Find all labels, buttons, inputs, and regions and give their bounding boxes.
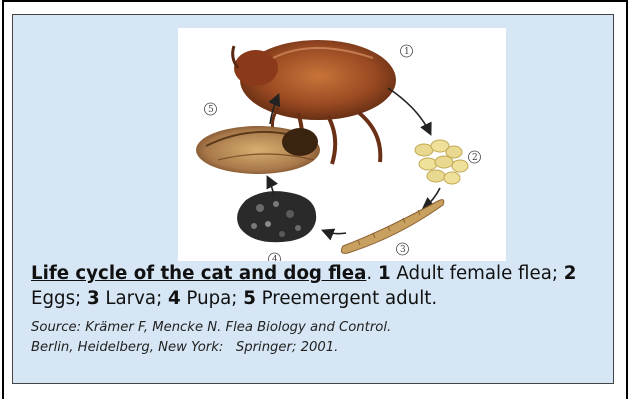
- caption-item-3-text: Larva;: [100, 288, 168, 309]
- figure-panel: 1 2 3: [12, 14, 614, 384]
- stage-number-1: 1: [404, 47, 410, 57]
- source-line-2: Berlin, Heidelberg, New York: Springer; …: [31, 340, 338, 355]
- caption-title-suffix: .: [366, 263, 378, 284]
- caption-item-2-number: 2: [564, 263, 577, 284]
- source-line-1: Source: Krämer F, Mencke N. Flea Biology…: [31, 320, 391, 335]
- stage-number-2: 2: [472, 153, 478, 163]
- preemergent-adult-drawing: [196, 126, 320, 174]
- caption-item-4-text: Pupa;: [181, 288, 244, 309]
- caption-item-2-text: Eggs;: [31, 288, 87, 309]
- caption-item-1-text: Adult female flea;: [391, 263, 564, 284]
- larva-drawing: [341, 200, 443, 254]
- pupa-drawing: [237, 191, 316, 242]
- life-cycle-illustration: 1 2 3: [178, 28, 506, 261]
- caption-item-4-number: 4: [168, 288, 181, 309]
- eggs-drawing: [415, 140, 468, 184]
- frame-top-border: [2, 0, 628, 2]
- source-citation: Source: Krämer F, Mencke N. Flea Biology…: [31, 318, 611, 358]
- frame-right-border: [626, 0, 628, 399]
- caption-item-5-text: Preemergent adult.: [256, 288, 437, 309]
- frame-left-border: [2, 0, 4, 399]
- stage-number-5: 5: [208, 105, 214, 115]
- caption-title: Life cycle of the cat and dog flea: [31, 263, 366, 284]
- stage-number-3: 3: [400, 245, 406, 255]
- caption-item-3-number: 3: [87, 288, 100, 309]
- figure-caption: Life cycle of the cat and dog flea. 1 Ad…: [31, 261, 611, 311]
- caption-item-5-number: 5: [243, 288, 256, 309]
- caption-item-1-number: 1: [378, 263, 391, 284]
- flea-life-cycle-image: 1 2 3: [178, 28, 506, 261]
